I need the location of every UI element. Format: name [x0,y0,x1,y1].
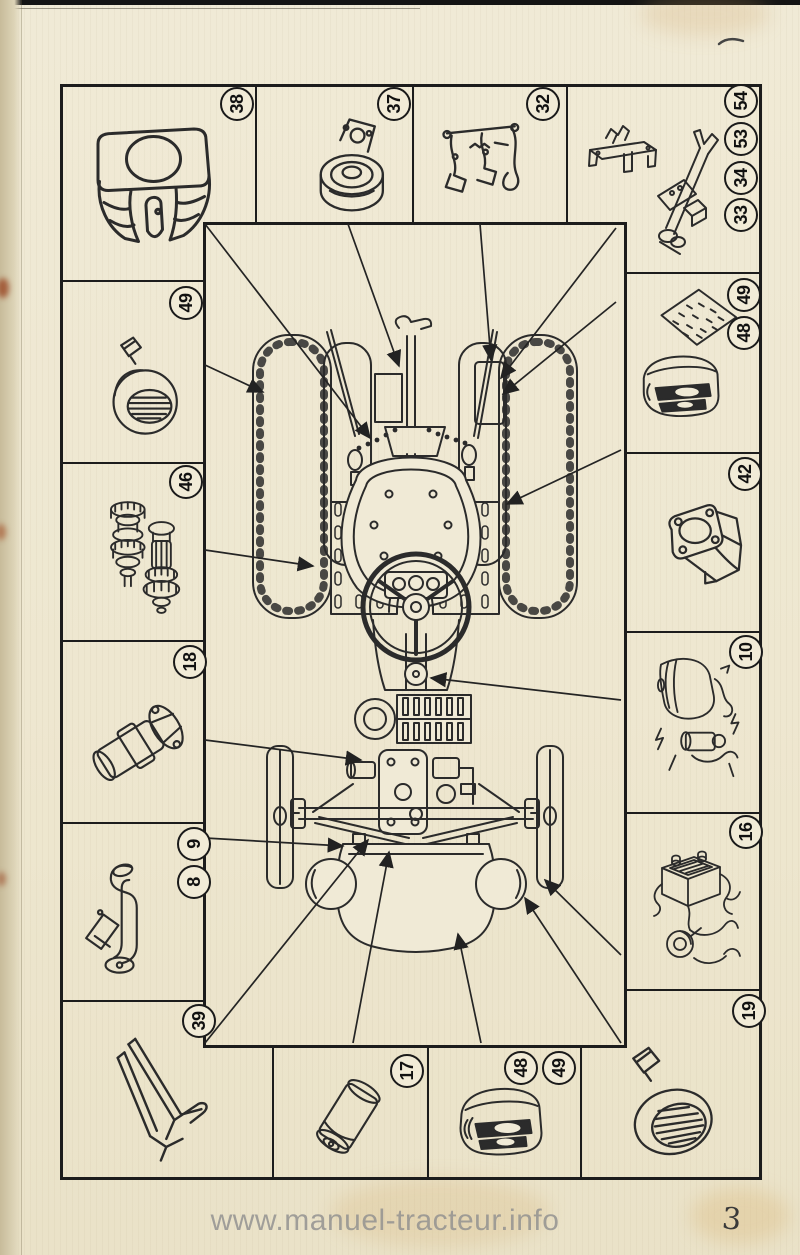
part-number-badge-33: 33 [724,198,758,232]
part-number-badge-53: 53 [724,122,758,156]
grille-panel-and-hood-icon [642,288,738,418]
grid-line [60,280,206,282]
tractor-top-view-illustration [204,223,622,1044]
part-number-badge-17: 17 [390,1054,424,1088]
grid-line [412,84,414,222]
part-number-badge-48-bottom: 48 [504,1051,538,1085]
grid-line [580,1046,582,1180]
grid-line [60,822,206,824]
part-number-badge-10: 10 [729,635,763,669]
paper-stain [330,1178,550,1248]
fender-and-wiring-icon [654,657,740,778]
grid-line [624,812,762,814]
ink-spot [0,872,6,886]
part-number-badge-46: 46 [169,465,203,499]
grid-line [60,462,206,464]
oil-filter-icon [316,1079,381,1154]
part-number-badge-16: 16 [729,815,763,849]
headlamp-icon [632,1046,713,1156]
callout-lines [204,223,622,1044]
water-pump-pulley-icon [319,118,384,212]
part-number: 18 [179,652,200,672]
part-number: 42 [734,464,755,484]
grid-line [255,84,257,222]
grid-line [566,84,568,222]
watermark: www.manuel-tracteur.info [210,1204,560,1237]
pedal-linkage-icon [442,122,520,193]
part-number-badge-9: 9 [177,827,211,861]
lift-linkage-icon [116,1037,208,1162]
seat-cushion-icon [96,127,212,243]
grid-line [624,631,762,633]
handwritten-tick [717,37,745,46]
grid-line [272,1046,274,1180]
starter-motor-icon [92,704,184,782]
paper-stain [640,0,770,36]
part-number-badge-34: 34 [724,161,758,195]
part-number: 8 [183,877,204,887]
grid-line [624,989,762,991]
part-number: 54 [730,91,751,111]
part-number: 33 [730,205,751,225]
grid-line [60,1000,206,1002]
part-number: 32 [532,94,553,114]
part-number-badge-39: 39 [182,1004,216,1038]
gear-shafts-icon [110,501,181,614]
exhaust-elbow-icon [85,863,138,974]
part-number-badge-8: 8 [177,865,211,899]
grid-line [427,1046,429,1180]
center-illustration-frame [203,222,627,1048]
paper-stain [690,1188,790,1244]
part-number-badge-54: 54 [724,84,758,118]
part-number-badge-48-right: 48 [727,316,761,350]
part-number: 38 [226,94,247,114]
grid-line [60,640,206,642]
part-number: 19 [738,1001,759,1021]
bracket-and-lever-icon [588,125,719,255]
part-number-badge-42: 42 [728,457,762,491]
page-binding-edge [0,0,22,1255]
part-number-badge-38: 38 [220,87,254,121]
part-number: 17 [396,1061,417,1081]
part-number: 9 [183,839,204,849]
part-number: 48 [510,1058,531,1078]
part-number: 48 [733,323,754,343]
part-number: 49 [733,285,754,305]
scan-top-edge [0,0,800,5]
part-number: 10 [735,642,756,662]
part-number: 37 [383,94,404,114]
part-number: 34 [730,168,751,188]
part-number: 39 [188,1011,209,1031]
part-number: 49 [175,293,196,313]
part-number-badge-37: 37 [377,87,411,121]
part-number: 16 [735,822,756,842]
support-bracket-icon [668,504,743,585]
part-number: 53 [730,129,751,149]
headlamp-icon [112,336,178,435]
part-number-badge-49-bottom: 49 [542,1051,576,1085]
ink-spot [0,524,6,540]
part-number-badge-49-left: 49 [169,286,203,320]
part-number-badge-19: 19 [732,994,766,1028]
page-number: 3 [720,1201,743,1238]
scan-hairline [0,8,420,9]
part-number-badge-18: 18 [173,645,207,679]
grid-line [624,272,762,274]
part-number-badge-32: 32 [526,87,560,121]
grid-line [624,452,762,454]
part-number-badge-49-right: 49 [727,278,761,312]
hood-grille-icon [459,1087,543,1156]
part-number: 46 [175,472,196,492]
battery-and-horn-icon [653,850,741,964]
page-edge-line [21,0,22,1255]
part-number: 49 [548,1058,569,1078]
ink-spot [0,278,9,298]
